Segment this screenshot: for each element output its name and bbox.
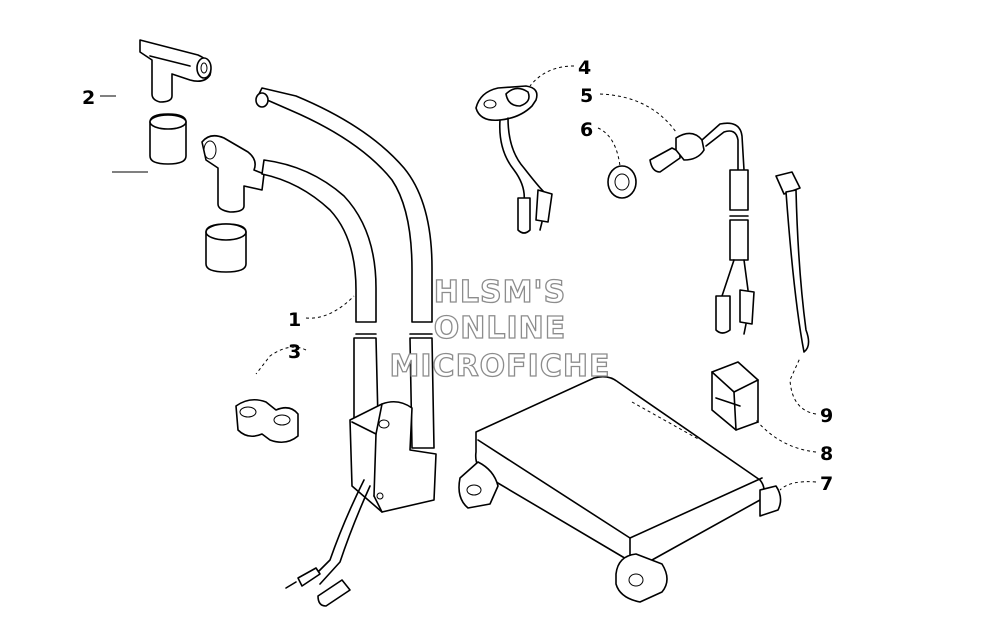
leader-4	[529, 65, 575, 87]
watermark: HLSM'S ONLINE MICROFICHE	[389, 274, 611, 384]
plug-boot-lower	[205, 223, 247, 273]
clip-item-8	[711, 361, 759, 431]
leader-8	[755, 419, 817, 453]
callout-4: 4	[578, 57, 591, 79]
leader-lines	[100, 65, 817, 491]
washer-item-6	[607, 165, 637, 199]
callout-labels: 1 2 3 4 5 6 7 8 9	[82, 57, 833, 495]
callout-6: 6	[580, 119, 593, 141]
leader-9	[789, 357, 817, 415]
leader-6	[597, 127, 621, 167]
watermark-line-2: ONLINE	[434, 311, 567, 346]
callout-8: 8	[820, 443, 833, 465]
ignition-lead-right	[255, 87, 435, 449]
callout-9: 9	[820, 405, 833, 427]
leader-5	[599, 93, 677, 133]
spark-plug-cap-upper	[139, 39, 212, 103]
callout-2: 2	[82, 87, 95, 109]
ignition-lead-left	[261, 159, 379, 421]
callout-3: 3	[288, 341, 301, 363]
plug-boot-upper	[149, 113, 187, 165]
coil-wires	[285, 479, 371, 607]
cable-clamp	[235, 398, 299, 444]
leader-1	[305, 295, 355, 319]
cable-tie-item-9	[775, 171, 810, 353]
leader-7	[779, 481, 817, 491]
leader-3	[255, 346, 307, 375]
sensor-item-4	[475, 85, 553, 234]
sensor-item-5	[649, 122, 755, 335]
watermark-line-1: HLSM'S	[434, 275, 566, 310]
callout-1: 1	[288, 309, 301, 331]
ignition-coil	[349, 400, 437, 513]
callout-7: 7	[820, 473, 833, 495]
watermark-line-3: MICROFICHE	[390, 349, 611, 384]
spark-plug-cap-lower	[201, 134, 265, 213]
callout-5: 5	[580, 85, 593, 107]
cdi-module-item-7	[458, 375, 782, 603]
